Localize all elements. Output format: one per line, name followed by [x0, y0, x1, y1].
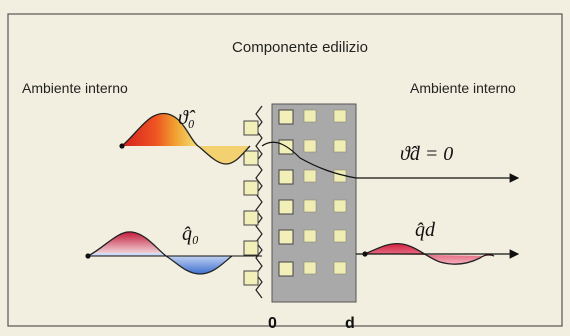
- left-environment-label: Ambiente interno: [22, 80, 128, 96]
- thetad-equation: ϑ̂d = 0: [400, 143, 453, 165]
- wall-jagged-edge: [255, 105, 263, 299]
- theta0-wave-line: [121, 112, 251, 165]
- qd-wave-fill: [365, 243, 494, 265]
- qd-start-point: [362, 251, 368, 257]
- axis-label-d: d: [345, 315, 355, 332]
- q0-symbol: q̂₀: [182, 223, 199, 245]
- theta0-wave-fill-lower: [198, 146, 250, 164]
- theta0-symbol: ϑ̂₀: [178, 107, 196, 129]
- axis-label-zero: 0: [268, 315, 277, 332]
- qd-symbol: q̂d: [415, 219, 436, 241]
- wall-material-cubes: [303, 109, 347, 275]
- outer-boundary-cubes: [243, 120, 259, 286]
- right-environment-label: Ambiente interno: [410, 80, 516, 96]
- diagram-title: Componente edilizio: [232, 39, 368, 56]
- theta0-start-point: [119, 143, 125, 149]
- panel-frame: [7, 13, 563, 327]
- qd-wave-line: [364, 242, 495, 265]
- wall-face-cubes: [278, 109, 294, 277]
- theta0-wave-fill: [122, 113, 198, 146]
- theta-in-wall-line: [261, 141, 357, 179]
- q0-wave-fill: [88, 231, 232, 274]
- q0-start-point: [85, 253, 91, 259]
